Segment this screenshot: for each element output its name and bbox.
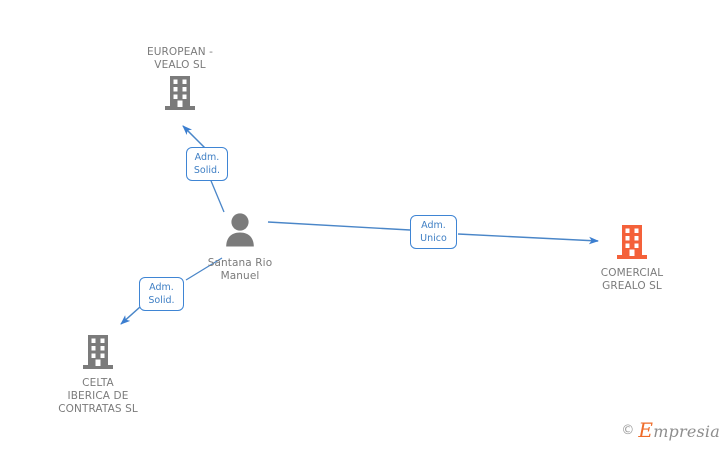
node-label-european-vealo: EUROPEAN - VEALO SL bbox=[146, 46, 213, 71]
brand-rest: mpresia bbox=[653, 422, 720, 441]
node-label-santana-rio-manuel: Santana Rio Manuel bbox=[207, 257, 273, 282]
node-label-celta-iberica: CELTA IBERICA DE CONTRATAS SL bbox=[58, 377, 138, 415]
brand-first-letter: E bbox=[638, 418, 654, 442]
person-icon bbox=[184, 212, 296, 254]
brand-name: Empresia bbox=[638, 418, 720, 442]
company-building-icon bbox=[124, 75, 236, 115]
node-santana-rio-manuel[interactable]: Santana Rio Manuel bbox=[184, 212, 296, 283]
relation-label-adm-solid-european[interactable]: Adm. Solid. bbox=[186, 147, 228, 181]
copyright-icon: © bbox=[621, 422, 635, 438]
relation-label-adm-solid-celta[interactable]: Adm. Solid. bbox=[139, 277, 184, 311]
node-european-vealo[interactable]: EUROPEAN - VEALO SL bbox=[124, 46, 236, 115]
company-building-icon bbox=[576, 224, 688, 264]
company-building-icon bbox=[42, 334, 154, 374]
node-celta-iberica[interactable]: CELTA IBERICA DE CONTRATAS SL bbox=[42, 334, 154, 416]
relation-label-adm-unico-comercial[interactable]: Adm. Unico bbox=[410, 215, 457, 249]
node-comercial-grealo[interactable]: COMERCIAL GREALO SL bbox=[576, 224, 688, 293]
watermark-empresia: © Empresia bbox=[621, 418, 720, 442]
node-label-comercial-grealo: COMERCIAL GREALO SL bbox=[600, 267, 664, 292]
